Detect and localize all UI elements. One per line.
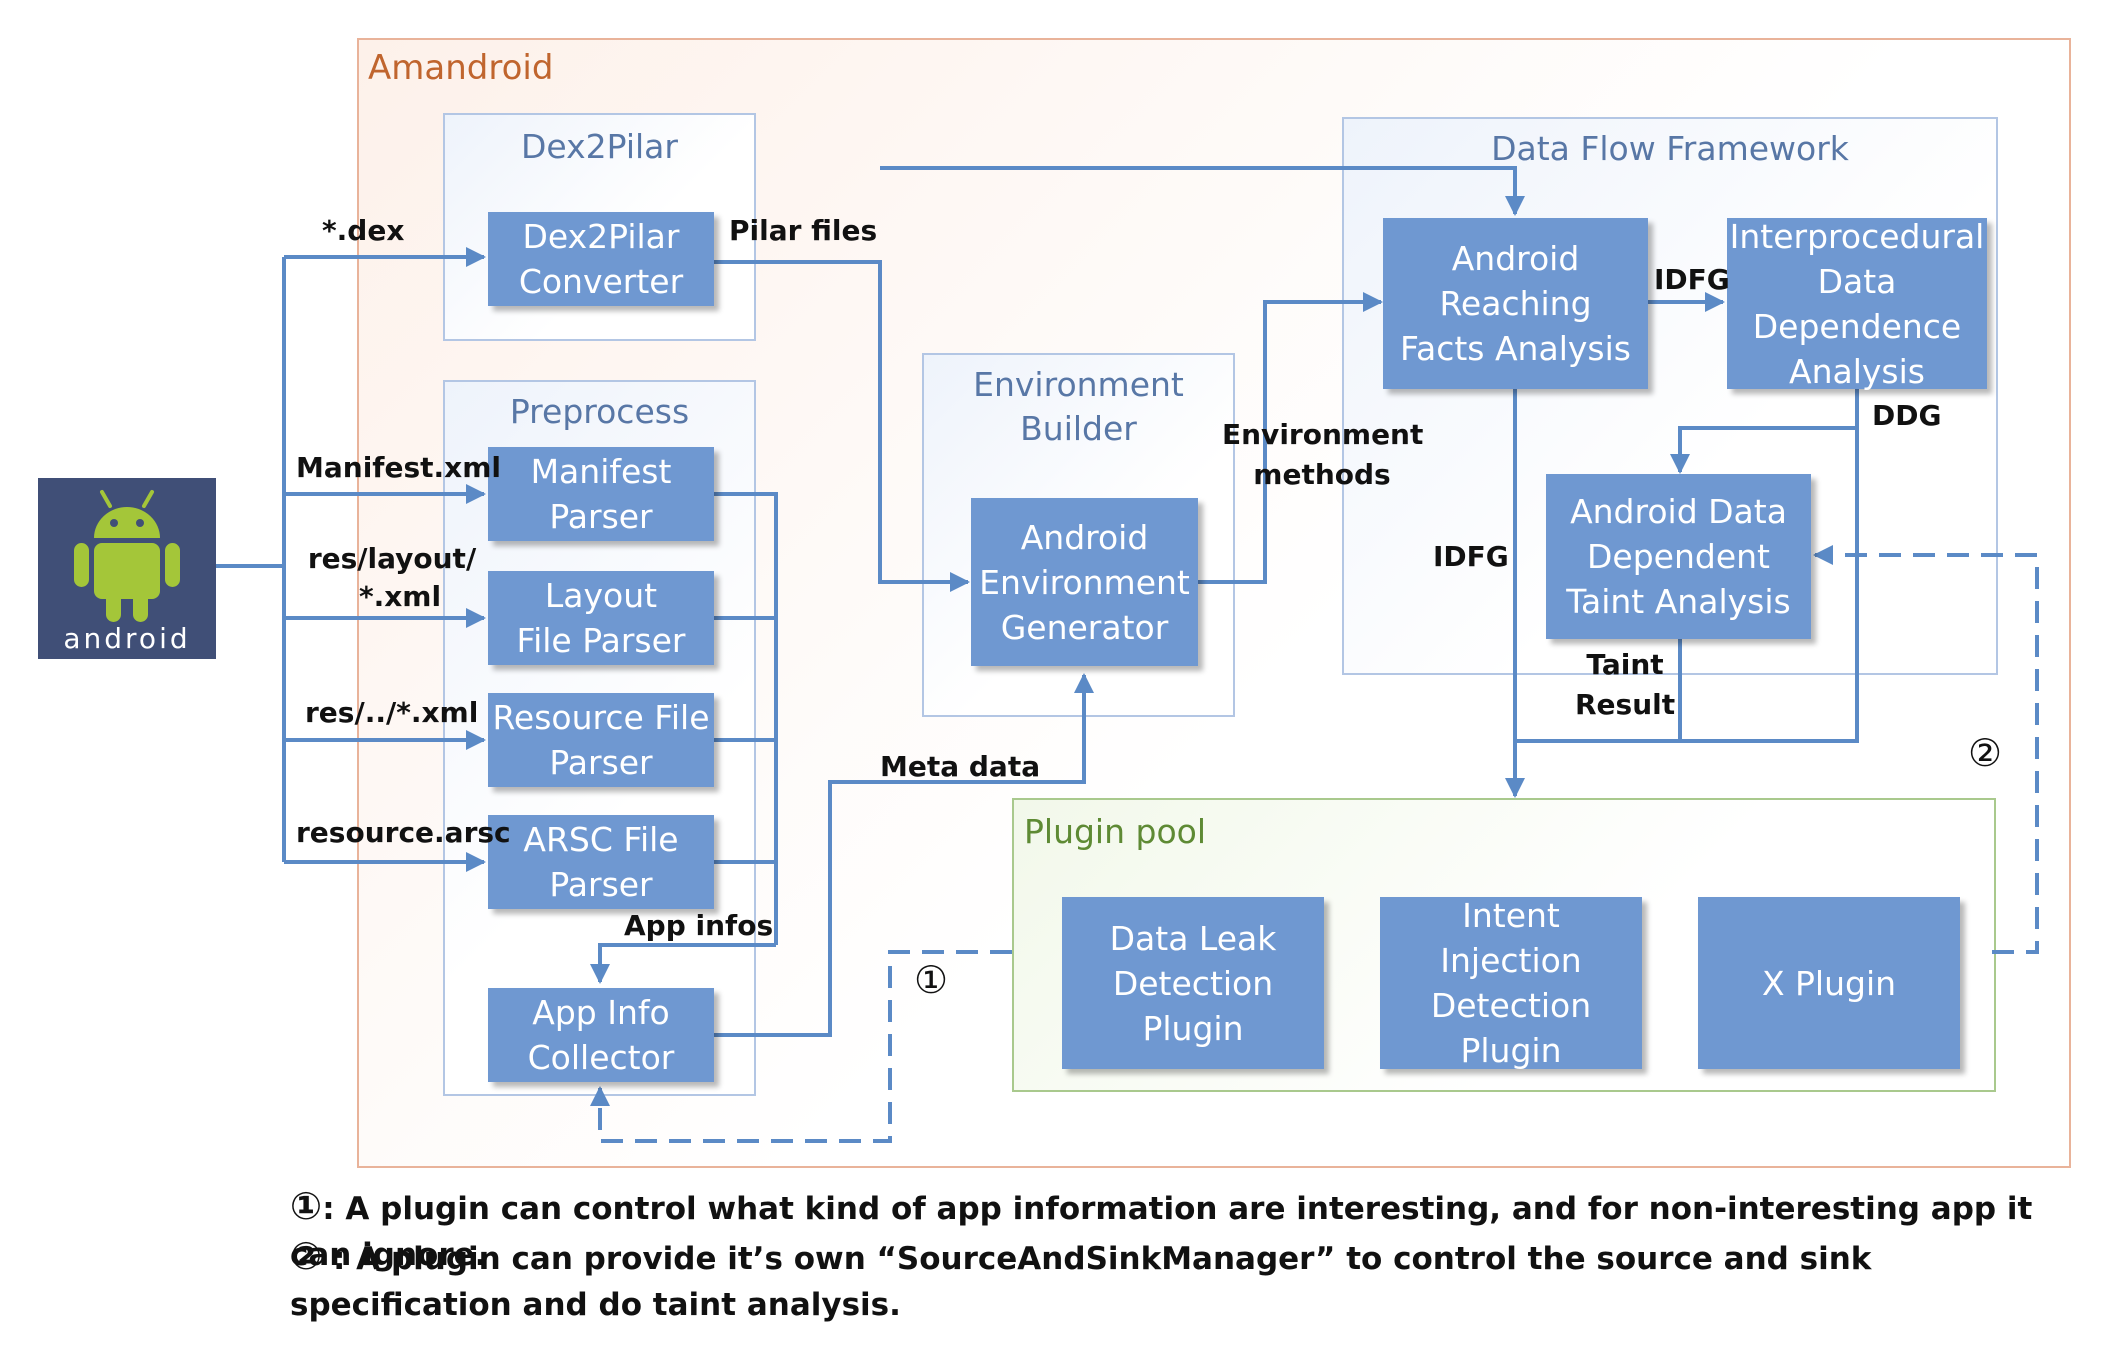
android-wordmark: android	[63, 622, 191, 655]
label-taint-result-line1: Taint	[1586, 648, 1664, 681]
group-data-flow-framework-title: Data Flow Framework	[1491, 129, 1849, 168]
interprocedural-ddg-box: Interprocedural Data Dependence Analysis	[1727, 217, 1987, 391]
label-app-infos: App infos	[624, 909, 774, 942]
footnote-2-marker: ②	[290, 1234, 323, 1278]
label-ddg: DDG	[1872, 399, 1942, 432]
label-res-xml: res/../*.xml	[305, 696, 479, 729]
footnote-1-marker: ①	[290, 1184, 323, 1228]
manifest-parser-box: Manifest Parser	[488, 447, 714, 541]
group-preprocess-title: Preprocess	[509, 392, 690, 431]
label-resource-arsc: resource.arsc	[296, 816, 511, 849]
label-res-layout-line2: *.xml	[358, 580, 442, 613]
android-logo: android	[38, 478, 216, 659]
amandroid-title: Amandroid	[368, 48, 554, 88]
layout-file-parser-box: Layout File Parser	[488, 571, 714, 665]
label-environment-methods-line2: methods	[1253, 458, 1391, 491]
group-environment-builder-title: Environment Builder	[973, 365, 1184, 448]
label-idfg-right: IDFG	[1654, 263, 1730, 296]
label-manifest-xml: Manifest.xml	[296, 451, 501, 484]
footnote-1-text: : A plugin can control what kind of app …	[290, 1191, 2033, 1273]
marker-two: ②	[1968, 731, 2003, 775]
label-dex: *.dex	[322, 214, 405, 247]
label-taint-result-line2: Result	[1575, 688, 1676, 721]
label-meta-data: Meta data	[880, 750, 1041, 783]
android-robot-icon	[74, 490, 180, 622]
app-info-collector-box: App Info Collector	[488, 988, 714, 1082]
android-data-dependent-taint-box: Android Data Dependent Taint Analysis	[1546, 474, 1811, 639]
label-idfg-down: IDFG	[1433, 540, 1509, 573]
group-dex2pilar-title: Dex2Pilar	[521, 127, 678, 166]
group-data-flow-framework: Data Flow Framework	[1342, 117, 1998, 675]
android-reaching-facts-analysis-box: Android Reaching Facts Analysis	[1383, 218, 1648, 389]
intent-injection-plugin-box: Intent Injection Detection Plugin	[1380, 896, 1642, 1070]
label-environment-methods-line1: Environment	[1222, 418, 1424, 451]
resource-file-parser-box: Resource File Parser	[488, 693, 714, 787]
data-leak-plugin-box: Data Leak Detection Plugin	[1062, 897, 1324, 1069]
x-plugin-box: X Plugin	[1698, 897, 1960, 1069]
android-environment-generator-box: Android Environment Generator	[971, 498, 1198, 666]
label-pilar-files: Pilar files	[729, 214, 878, 247]
dex2pilar-converter-box: Dex2Pilar Converter	[488, 212, 714, 306]
arsc-file-parser-box: ARSC File Parser	[488, 815, 714, 909]
marker-one: ①	[914, 958, 949, 1002]
group-plugin-pool-title: Plugin pool	[1024, 812, 1206, 851]
footnote-2-text: : A plugin can provide it’s own “SourceA…	[290, 1241, 1872, 1323]
footnote-1: ①: A plugin can control what kind of app…	[290, 1183, 2080, 1278]
label-res-layout-line1: res/layout/	[307, 542, 477, 575]
footnote-2: ② : A plugin can provide it’s own “Sourc…	[290, 1233, 2080, 1328]
